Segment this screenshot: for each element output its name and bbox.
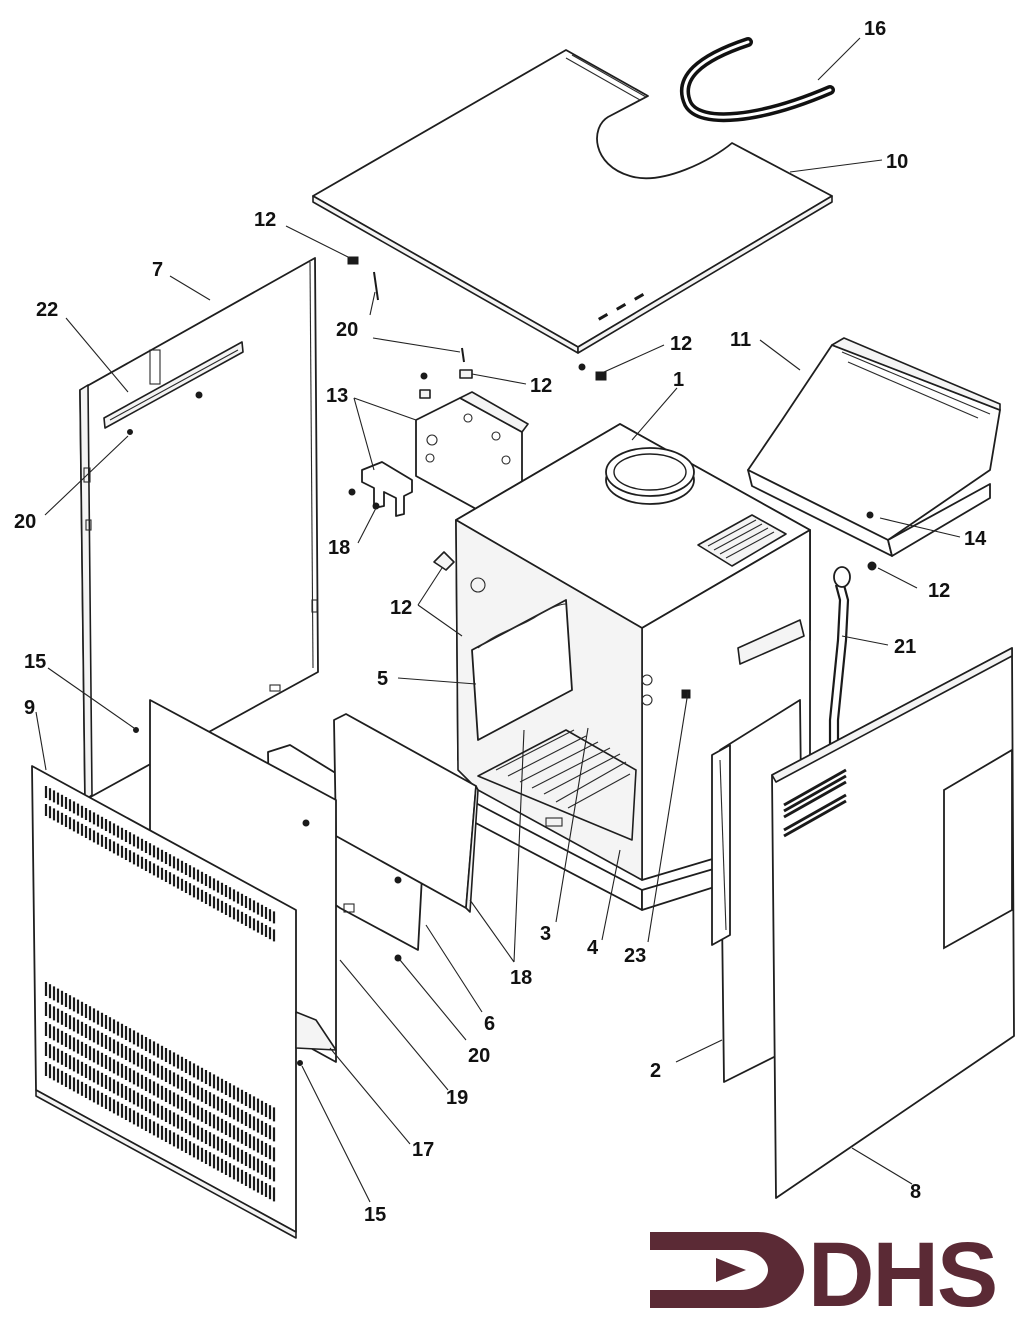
hardware-fasteners bbox=[133, 256, 877, 1066]
callout-15: 15 bbox=[24, 651, 46, 673]
mounting-brackets bbox=[361, 391, 529, 517]
side-louvers bbox=[783, 768, 847, 838]
callout-13: 13 bbox=[326, 385, 348, 407]
callout-12: 12 bbox=[254, 209, 276, 231]
callout-2: 2 bbox=[650, 1060, 661, 1082]
gasket-seal bbox=[679, 37, 835, 123]
callout-20: 20 bbox=[336, 319, 358, 341]
callout-12: 12 bbox=[928, 580, 950, 602]
callout-19: 19 bbox=[446, 1087, 468, 1109]
callout-12: 12 bbox=[530, 375, 552, 397]
logo-arrow-tip bbox=[716, 1258, 746, 1282]
callout-8: 8 bbox=[910, 1181, 921, 1203]
top-panel bbox=[312, 49, 833, 354]
callout-22: 22 bbox=[36, 299, 58, 321]
callout-14: 14 bbox=[964, 528, 987, 550]
lower-louvers bbox=[44, 982, 276, 1202]
left-side-panel bbox=[79, 257, 319, 801]
callout-16: 16 bbox=[864, 18, 886, 40]
logo-text: DHS bbox=[808, 1224, 996, 1326]
leader-lines bbox=[35, 37, 961, 1203]
front-louvered-panel bbox=[31, 765, 337, 1239]
callout-1: 1 bbox=[673, 369, 684, 391]
callout-12: 12 bbox=[390, 597, 412, 619]
callout-20: 20 bbox=[14, 511, 36, 533]
logo-arrow-mark bbox=[650, 1232, 804, 1308]
upper-louvers bbox=[44, 786, 276, 942]
callout-3: 3 bbox=[540, 923, 551, 945]
callout-labels: 16 10 12 7 22 20 12 12 11 1 13 20 18 14 … bbox=[14, 18, 987, 1226]
dhs-logo: DHS bbox=[650, 1224, 998, 1326]
callout-9: 9 bbox=[24, 697, 35, 719]
callout-10: 10 bbox=[886, 151, 908, 173]
cabinet-body bbox=[455, 423, 813, 911]
right-side-panel bbox=[771, 647, 1015, 1199]
callout-15: 15 bbox=[364, 1204, 386, 1226]
callout-18: 18 bbox=[510, 967, 532, 989]
callout-6: 6 bbox=[484, 1013, 495, 1035]
callout-7: 7 bbox=[152, 259, 163, 281]
callout-21: 21 bbox=[894, 636, 916, 658]
callout-17: 17 bbox=[412, 1139, 434, 1161]
flue-hood bbox=[747, 337, 1001, 557]
callout-20: 20 bbox=[468, 1045, 490, 1067]
cable-assembly bbox=[828, 566, 851, 760]
callout-5: 5 bbox=[377, 668, 388, 690]
callout-11: 11 bbox=[730, 329, 751, 351]
callout-23: 23 bbox=[624, 945, 646, 967]
callout-18: 18 bbox=[328, 537, 350, 559]
callout-4: 4 bbox=[587, 937, 599, 959]
callout-12: 12 bbox=[670, 333, 692, 355]
